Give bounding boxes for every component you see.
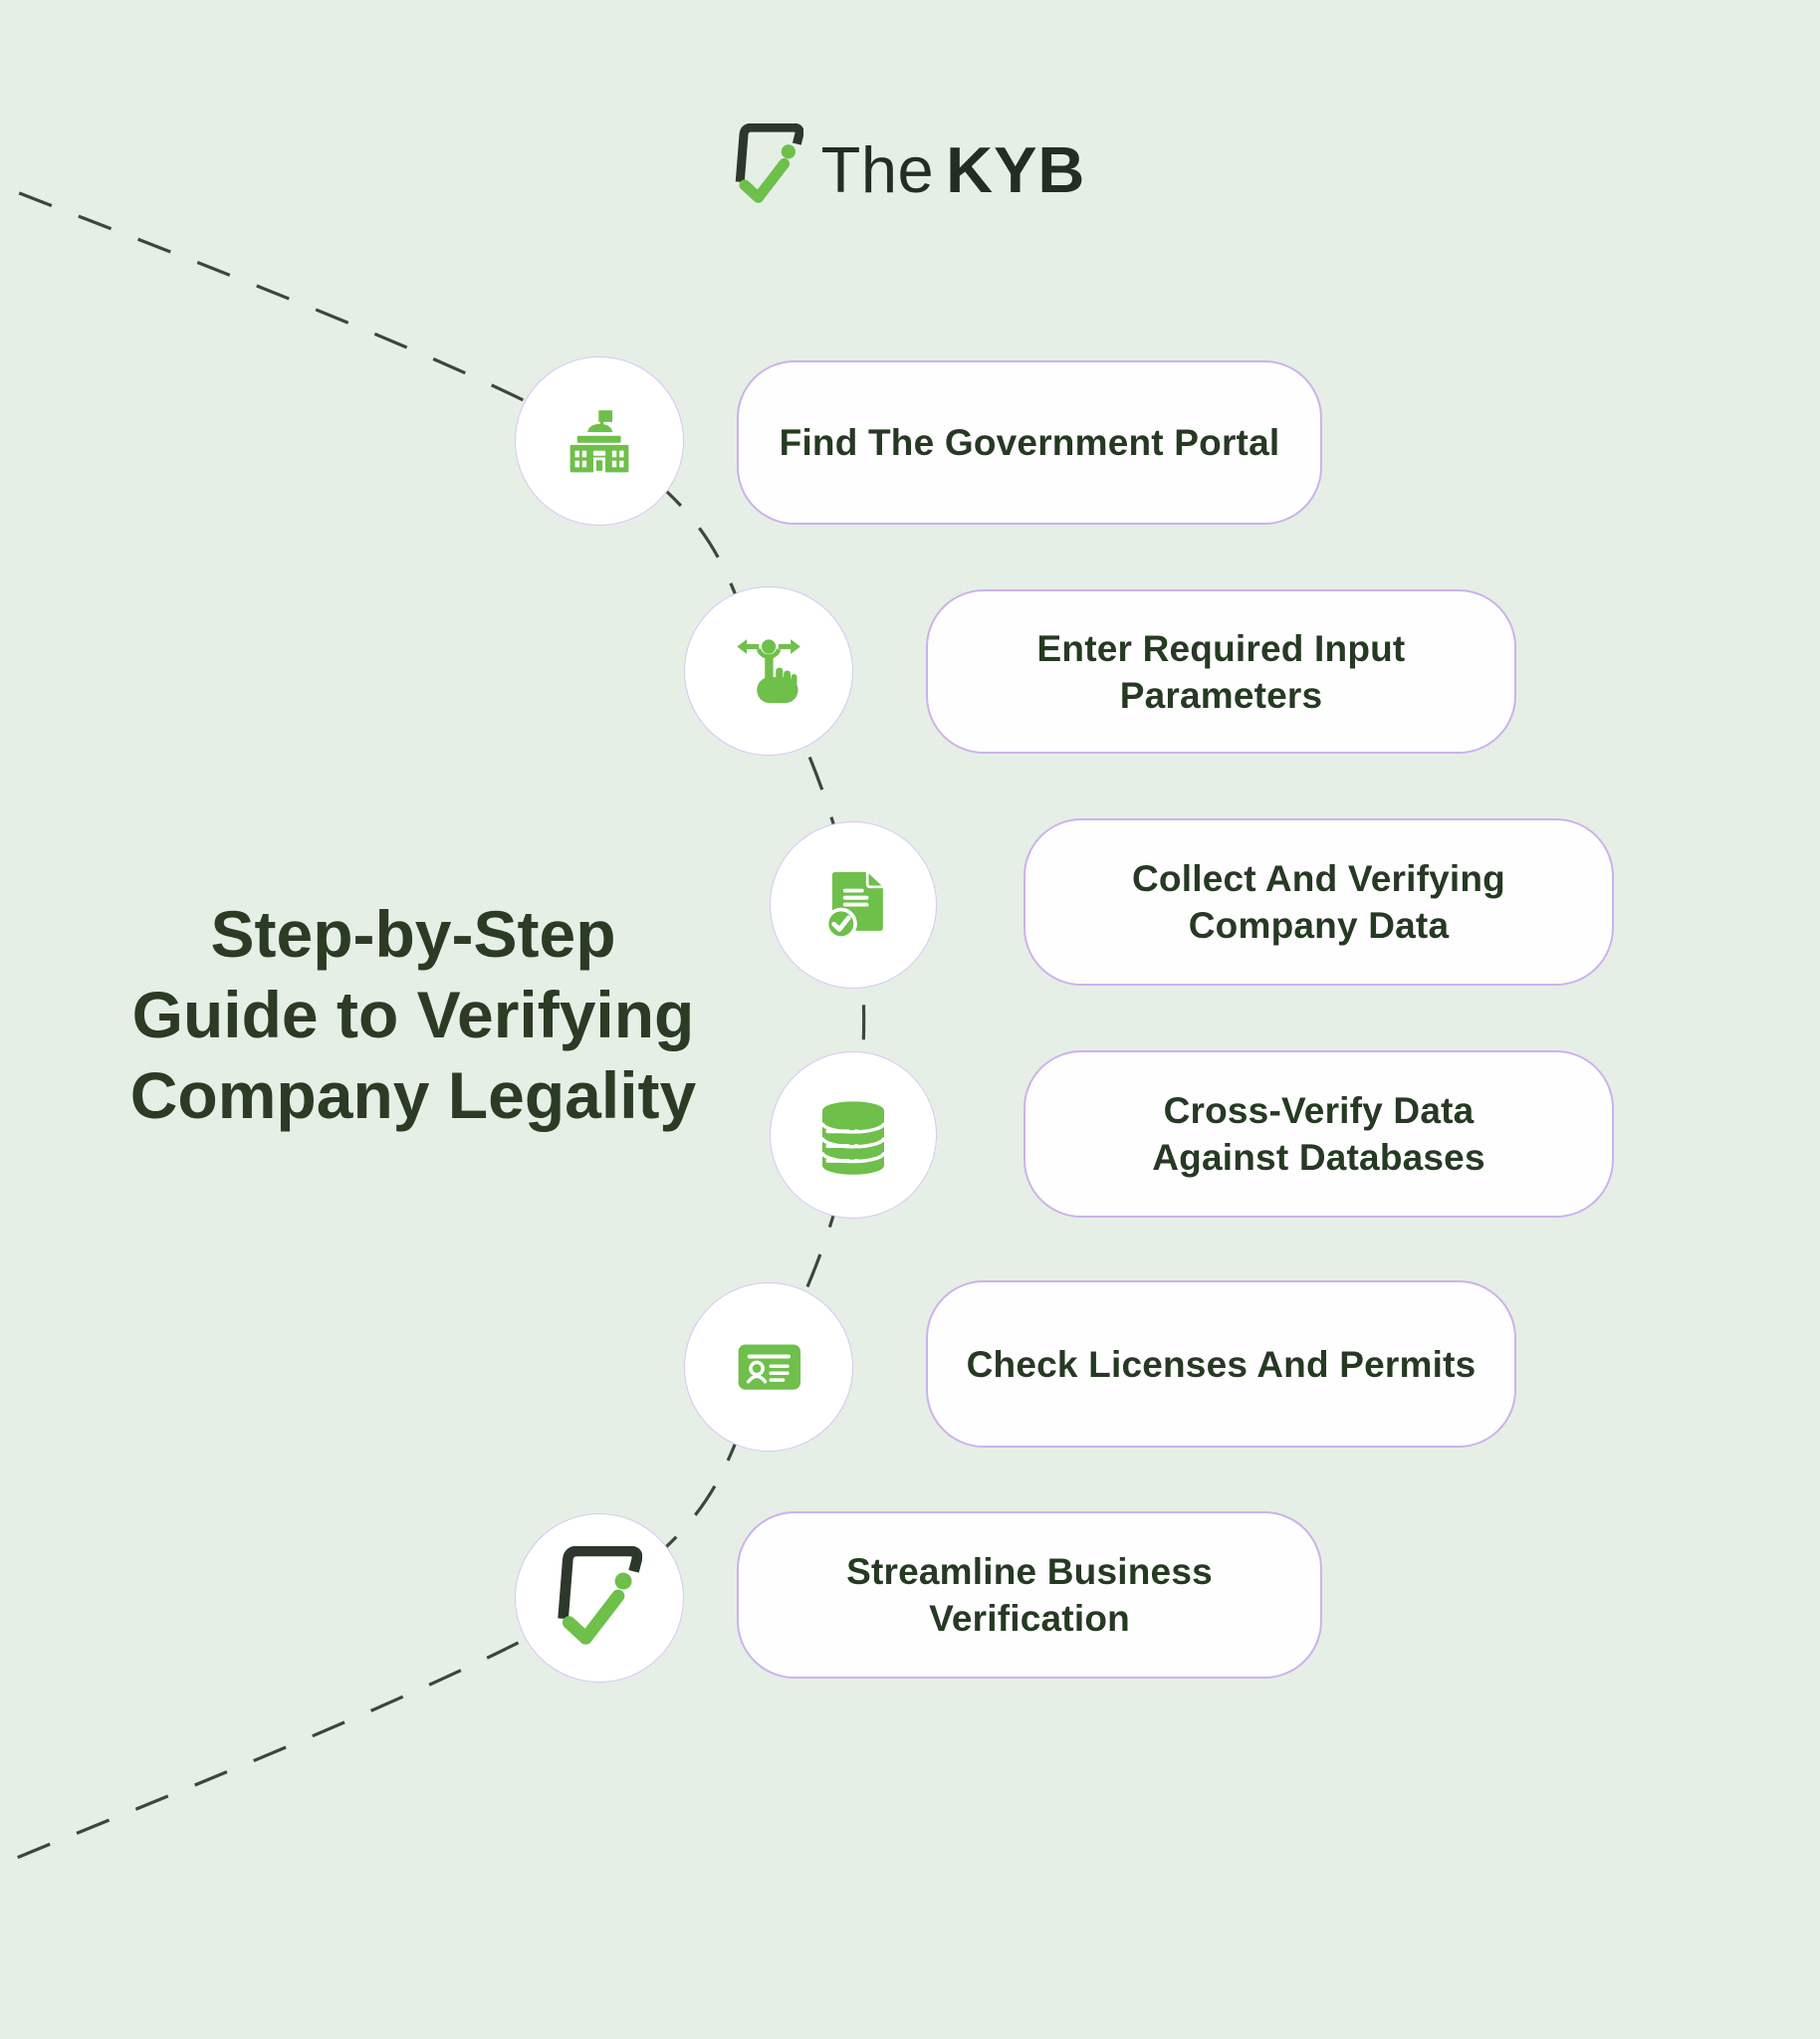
id-card-icon bbox=[738, 1344, 801, 1390]
step-label: Check Licenses And Permits bbox=[966, 1343, 1477, 1385]
step-4-card: Cross-Verify Data Against Databases bbox=[1024, 1050, 1614, 1218]
brand-name-the: The bbox=[820, 132, 935, 206]
step-2-circle bbox=[684, 586, 853, 756]
step-label: Against Databases bbox=[1152, 1137, 1485, 1178]
step-3-circle bbox=[770, 821, 937, 989]
page-title: Step-by-Step Guide to Verifying Company … bbox=[75, 894, 752, 1136]
government-building-icon bbox=[569, 410, 629, 474]
step-5-card: Check Licenses And Permits bbox=[926, 1280, 1516, 1448]
kyb-shield-check-icon bbox=[735, 123, 803, 203]
step-label: Find The Government Portal bbox=[779, 422, 1280, 463]
database-icon bbox=[820, 1101, 886, 1175]
page-title-line: Guide to Verifying bbox=[131, 978, 695, 1051]
page-title-line: Step-by-Step bbox=[210, 897, 616, 971]
step-label: Verification bbox=[929, 1598, 1130, 1639]
step-label: Collect And Verifying bbox=[1132, 858, 1505, 899]
step-4-circle bbox=[770, 1051, 937, 1219]
step-2-card: Enter Required Input Parameters bbox=[926, 589, 1516, 754]
page-title-line: Company Legality bbox=[129, 1058, 697, 1132]
touch-swipe-icon bbox=[737, 639, 800, 704]
step-label: Streamline Business bbox=[846, 1551, 1213, 1592]
step-1-card: Find The Government Portal bbox=[737, 360, 1322, 525]
step-3-card: Collect And Verifying Company Data bbox=[1024, 818, 1614, 986]
step-label: Cross-Verify Data bbox=[1163, 1090, 1475, 1131]
step-label: Company Data bbox=[1188, 905, 1450, 946]
step-label: Parameters bbox=[1119, 674, 1323, 716]
step-5-circle bbox=[684, 1282, 853, 1452]
step-6-card: Streamline Business Verification bbox=[737, 1511, 1322, 1679]
document-check-icon bbox=[824, 872, 883, 940]
step-1-circle bbox=[515, 356, 684, 526]
brand-name-kyb: KYB bbox=[946, 132, 1086, 206]
step-label: Enter Required Input bbox=[1036, 627, 1406, 669]
step-6-circle bbox=[515, 1513, 684, 1683]
shield-check-icon bbox=[558, 1546, 642, 1645]
